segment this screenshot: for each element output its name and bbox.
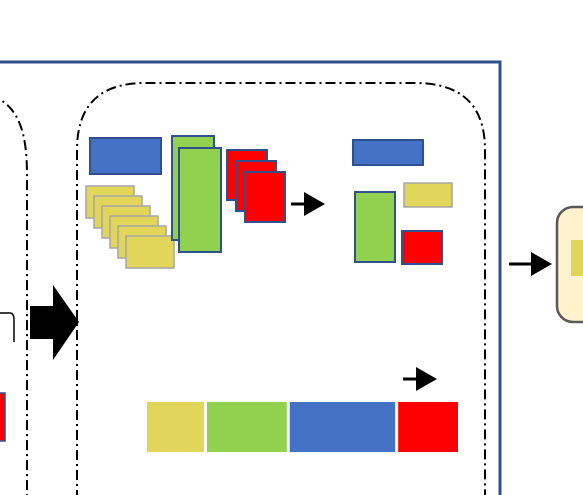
left-bracket <box>0 312 15 342</box>
separated-blue-block <box>352 139 424 166</box>
feature-bar-segment-blue <box>289 402 396 452</box>
concatenated-feature-bar <box>147 402 458 452</box>
output-yellow-block <box>571 240 583 276</box>
input-blue-block <box>89 137 162 175</box>
separated-red-block <box>401 230 443 265</box>
green-block-stack <box>171 135 222 253</box>
feature-bar-segment-yellow <box>147 402 204 452</box>
separated-green-block <box>354 191 396 263</box>
big-block-arrow <box>30 285 79 360</box>
feature-bar-segment-green <box>206 402 287 452</box>
left-red-block <box>0 392 6 442</box>
left-panel-border <box>0 98 28 495</box>
main-panel-border <box>76 82 486 495</box>
red-stack-block <box>244 171 286 223</box>
feature-bar-segment-red <box>398 402 458 452</box>
green-stack-block <box>178 147 222 253</box>
output-box <box>555 205 583 324</box>
separated-yellow-block <box>403 182 453 208</box>
red-block-stack <box>226 149 286 223</box>
outer-frame <box>0 60 502 495</box>
yellow-block-stack <box>85 185 175 269</box>
yellow-stack-block <box>125 235 175 269</box>
